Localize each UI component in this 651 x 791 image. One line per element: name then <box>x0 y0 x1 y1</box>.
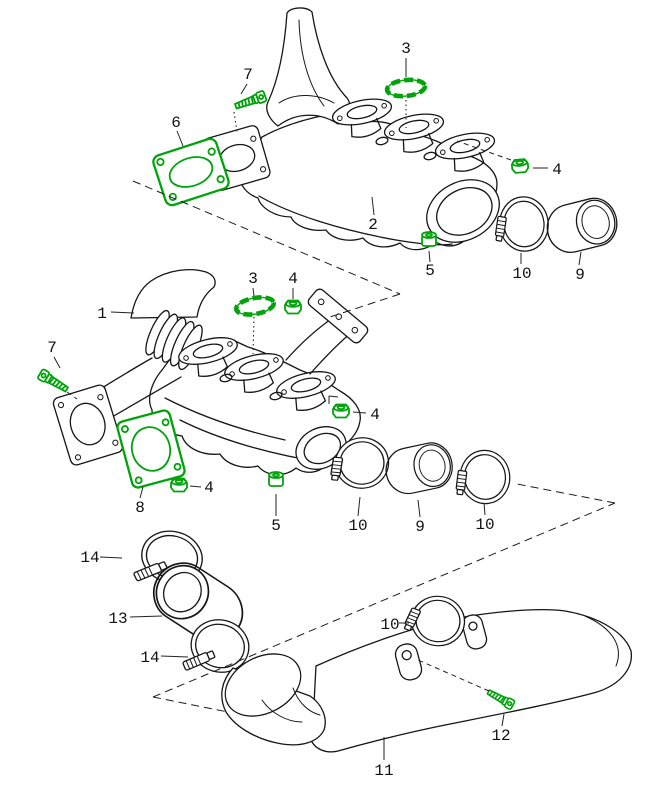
callout-9-top-leader <box>578 251 582 266</box>
funnel-detail-line <box>278 95 335 104</box>
callout-14-a[interactable]: 14 <box>80 549 99 567</box>
callout-2-leader <box>371 196 375 216</box>
gasket-8 <box>116 409 186 489</box>
callout-4-midright-leader <box>328 395 339 398</box>
callout-7-mid[interactable]: 7 <box>47 339 57 357</box>
nut-4-midright <box>332 403 350 419</box>
stud-bolt-7-mid <box>36 367 71 396</box>
boundary-line-3 <box>152 502 616 698</box>
callout-10-midb-leader <box>483 502 486 516</box>
boss <box>423 151 437 161</box>
callout-4-midright[interactable]: 4 <box>370 406 380 424</box>
callout-7-mid-leader <box>53 356 61 369</box>
boundary-line-5 <box>152 696 229 713</box>
callout-4-mid[interactable]: 4 <box>288 270 298 288</box>
callout-4-top-leader <box>456 140 512 161</box>
group-middle-manifold <box>36 269 514 509</box>
boundary-line-1 <box>132 180 401 295</box>
callout-3-mid[interactable]: 3 <box>248 270 258 288</box>
cap-nut-5-top <box>421 231 437 247</box>
callout-1-leader <box>110 311 135 314</box>
callout-8-leader <box>139 486 144 499</box>
group-boundaries <box>132 180 616 713</box>
pipe-end-detail <box>584 615 619 667</box>
callout-14-b[interactable]: 14 <box>140 649 159 667</box>
callout-1[interactable]: 1 <box>97 305 107 323</box>
callout-14-b-leader <box>160 655 189 658</box>
callout-10-top[interactable]: 10 <box>512 265 531 283</box>
callout-2[interactable]: 2 <box>368 216 378 234</box>
callout-10-bot[interactable]: 10 <box>380 616 399 634</box>
callout-13-leader <box>129 615 163 618</box>
group-lower-pipe <box>130 523 632 753</box>
callout-14-a-leader <box>99 556 123 559</box>
callout-3-mid-leader <box>252 287 255 297</box>
funnel-detail-line <box>298 19 325 107</box>
cap-nut-5-mid <box>268 471 284 487</box>
callout-6[interactable]: 6 <box>171 114 181 132</box>
callout-7-top[interactable]: 7 <box>243 66 253 84</box>
callout-7-top-leader <box>233 111 238 133</box>
callout-13[interactable]: 13 <box>108 610 127 628</box>
callout-12-leader <box>417 659 490 692</box>
callout-3-top[interactable]: 3 <box>401 40 411 58</box>
callout-4-top[interactable]: 4 <box>552 161 562 179</box>
upper-manifold-outlet <box>426 179 500 243</box>
nut-4-top <box>510 157 530 175</box>
nut-4-mid <box>284 299 302 315</box>
callout-7-mid-leader <box>66 391 78 400</box>
gasket-6 <box>152 137 230 207</box>
sealing-ring-3-mid <box>235 295 275 317</box>
boss <box>375 136 389 146</box>
callout-12[interactable]: 12 <box>491 727 510 745</box>
callout-5-mid[interactable]: 5 <box>271 517 281 535</box>
sleeve-9-top <box>541 193 623 258</box>
callout-8[interactable]: 8 <box>135 499 145 517</box>
callout-10-mida[interactable]: 10 <box>348 517 367 535</box>
bell-detail <box>261 699 303 723</box>
bell-detail <box>292 687 321 716</box>
inlet-pipe-edge <box>111 376 182 418</box>
callout-9-top[interactable]: 9 <box>575 266 585 284</box>
middle-manifold-horn <box>130 269 216 319</box>
callout-12-leader <box>501 713 505 727</box>
callout-11[interactable]: 11 <box>374 762 393 780</box>
sealing-ring-3-top <box>386 78 425 98</box>
pipe-bracket-b <box>461 614 488 650</box>
callout-9-mid-leader <box>417 499 421 518</box>
pipe-11-opening <box>224 653 302 717</box>
hose-clamp-10-midb <box>449 446 514 509</box>
group-upper-manifold <box>152 7 623 258</box>
middle-manifold-left-flange <box>52 384 124 466</box>
branch-pipe-edge <box>285 316 335 361</box>
callout-10-midb[interactable]: 10 <box>475 516 494 534</box>
callout-10-mida-leader <box>357 496 361 517</box>
pipe-bracket-a <box>394 643 423 681</box>
callout-9-mid[interactable]: 9 <box>415 518 425 536</box>
boss <box>269 391 283 401</box>
upper-manifold-funnel <box>266 7 351 127</box>
branch-pipe-edge <box>309 331 353 375</box>
callout-6-leader <box>176 130 184 147</box>
callout-3-mid-leader <box>252 316 255 355</box>
callout-5-top[interactable]: 5 <box>425 262 435 280</box>
callout-7-top-leader <box>240 83 248 95</box>
branch-pipe-flange <box>307 288 369 344</box>
middle-manifold-ridge <box>164 397 286 441</box>
callout-5-top-leader <box>428 250 431 263</box>
boundary-line-4 <box>516 483 616 504</box>
sleeve-9-mid <box>381 438 458 499</box>
callout-4-midright-leader <box>352 411 367 414</box>
callout-4-midleft-leader <box>189 485 202 488</box>
boss <box>219 373 233 383</box>
stud-bolt-7-top <box>233 89 268 113</box>
callout-4-midleft[interactable]: 4 <box>204 479 214 497</box>
nut-4-midleft <box>170 477 188 493</box>
